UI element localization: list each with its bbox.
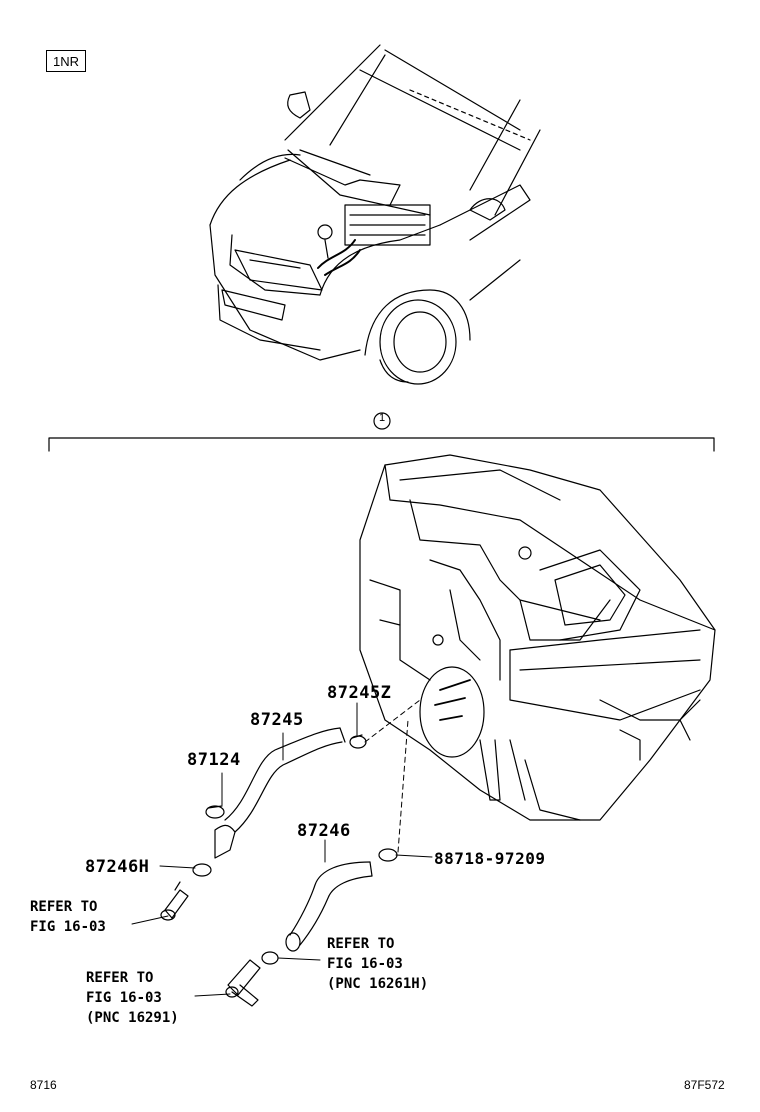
part-number-87246[interactable]: 87246	[297, 821, 351, 841]
clamp-87245Z	[349, 734, 367, 749]
refer-note-2-line2: FIG 16-03	[327, 956, 403, 972]
leader-lines	[131, 699, 433, 997]
footer-left-code: 8716	[30, 1078, 57, 1092]
heater-unit-illustration	[359, 454, 716, 821]
refer-note-3-line1: REFER TO	[86, 970, 154, 986]
callout-bracket	[48, 437, 715, 452]
part-number-87124[interactable]: 87124	[187, 750, 241, 770]
fitting-upper	[160, 881, 189, 921]
refer-note-2-line3: (PNC 16261H)	[327, 976, 429, 992]
part-number-87245Z[interactable]: 87245Z	[327, 683, 392, 703]
refer-note-3-line3: (PNC 16291)	[86, 1010, 179, 1026]
refer-note-1[interactable]: REFER TO FIG 16-03	[30, 897, 106, 937]
part-number-87245[interactable]: 87245	[250, 710, 304, 730]
refer-note-2[interactable]: REFER TO FIG 16-03 (PNC 16261H)	[327, 934, 428, 994]
clamp-lower	[261, 951, 279, 965]
fitting-lower-tee	[225, 959, 261, 1007]
refer-note-1-line2: FIG 16-03	[30, 919, 106, 935]
hose-87246	[285, 861, 373, 952]
engine-code-badge: 1NR	[46, 50, 86, 72]
part-number-87246H[interactable]: 87246H	[85, 857, 150, 877]
hose-87245	[214, 727, 346, 859]
refer-note-3[interactable]: REFER TO FIG 16-03 (PNC 16291)	[86, 968, 179, 1028]
part-number-88718-97209[interactable]: 88718-97209	[434, 849, 546, 868]
refer-note-3-line2: FIG 16-03	[86, 990, 162, 1006]
callout-circle	[373, 412, 391, 430]
clamp-87124	[205, 805, 225, 819]
car-illustration	[209, 44, 541, 385]
clamp-87246H	[192, 863, 212, 877]
refer-note-1-line1: REFER TO	[30, 899, 98, 915]
refer-note-2-line1: REFER TO	[327, 936, 395, 952]
clamp-88718-97209	[378, 848, 398, 862]
callout-number: 1	[378, 412, 386, 424]
footer-right-code: 87F572	[684, 1078, 725, 1092]
